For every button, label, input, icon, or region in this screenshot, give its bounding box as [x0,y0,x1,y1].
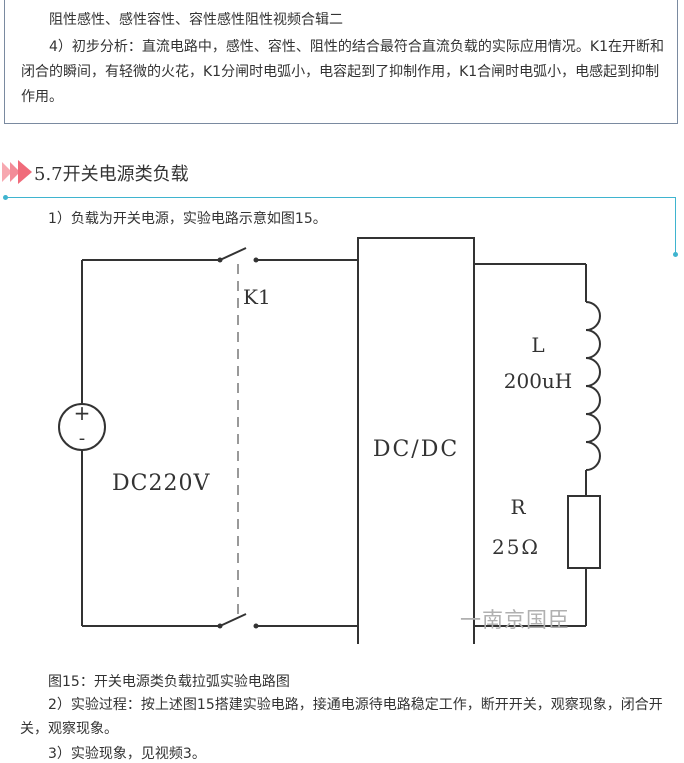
inductor-value: 200uH [504,369,573,393]
circuit-diagram: K1 + - DC220V DC/DC L 200uH R 25Ω [58,237,601,644]
section-title: 5.7开关电源类负载 [34,164,189,185]
watermark-text: 一南京国臣 [460,608,570,632]
paragraph-1: 1）负载为开关电源，实验电路示意如图15。 [48,211,327,227]
resistor-name: R [510,495,526,519]
source-minus: - [79,428,86,449]
section-header: 5.7开关电源类负载 [0,155,684,189]
analysis-text: 4）初步分析：直流电路中，感性、容性、阻性的结合最符合直流负载的实际应用情况。K… [21,39,664,105]
quote-box: 阻性感性、感性容性、容性感性阻性视频合辑二 4）初步分析：直流电路中，感性、容性… [4,0,678,124]
figure-caption: 图15：开关电源类负载拉弧实验电路图 [48,674,290,690]
double-arrow-icon [2,160,32,184]
watermark-logo: 一南京国臣 [460,604,570,634]
converter-label: DC/DC [373,437,459,462]
switch-label: K1 [243,285,271,309]
divider-dot-right [673,252,678,257]
inductor-name: L [531,333,544,357]
paragraph-2: 2）实验过程：按上述图15搭建实验电路，接通电源待电路稳定工作，断开开关，观察现… [20,697,663,737]
source-plus: + [74,401,91,425]
section-divider [6,197,676,255]
source-label: DC220V [112,471,210,496]
divider-dot-left [3,195,8,200]
resistor-value: 25Ω [492,535,540,559]
paragraph-3: 3）实验现象，见视频3。 [48,746,206,762]
video-title-link[interactable]: 阻性感性、感性容性、容性感性阻性视频合辑二 [49,12,343,28]
